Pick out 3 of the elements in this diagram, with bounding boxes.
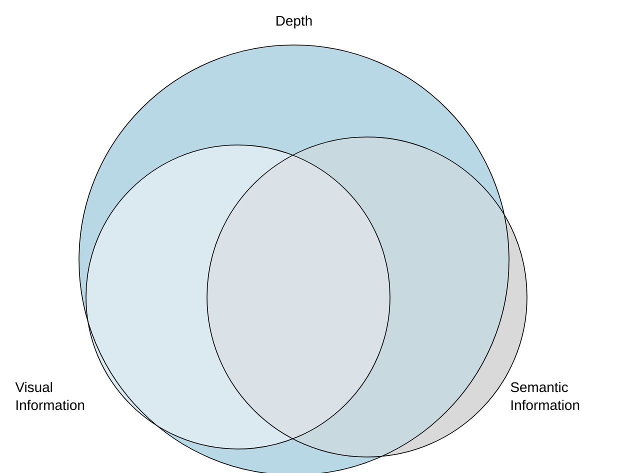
circle-label: Visual Information [15,382,84,410]
circle-label: Semantic Information [510,382,580,410]
circle-label: Depth [276,16,312,28]
